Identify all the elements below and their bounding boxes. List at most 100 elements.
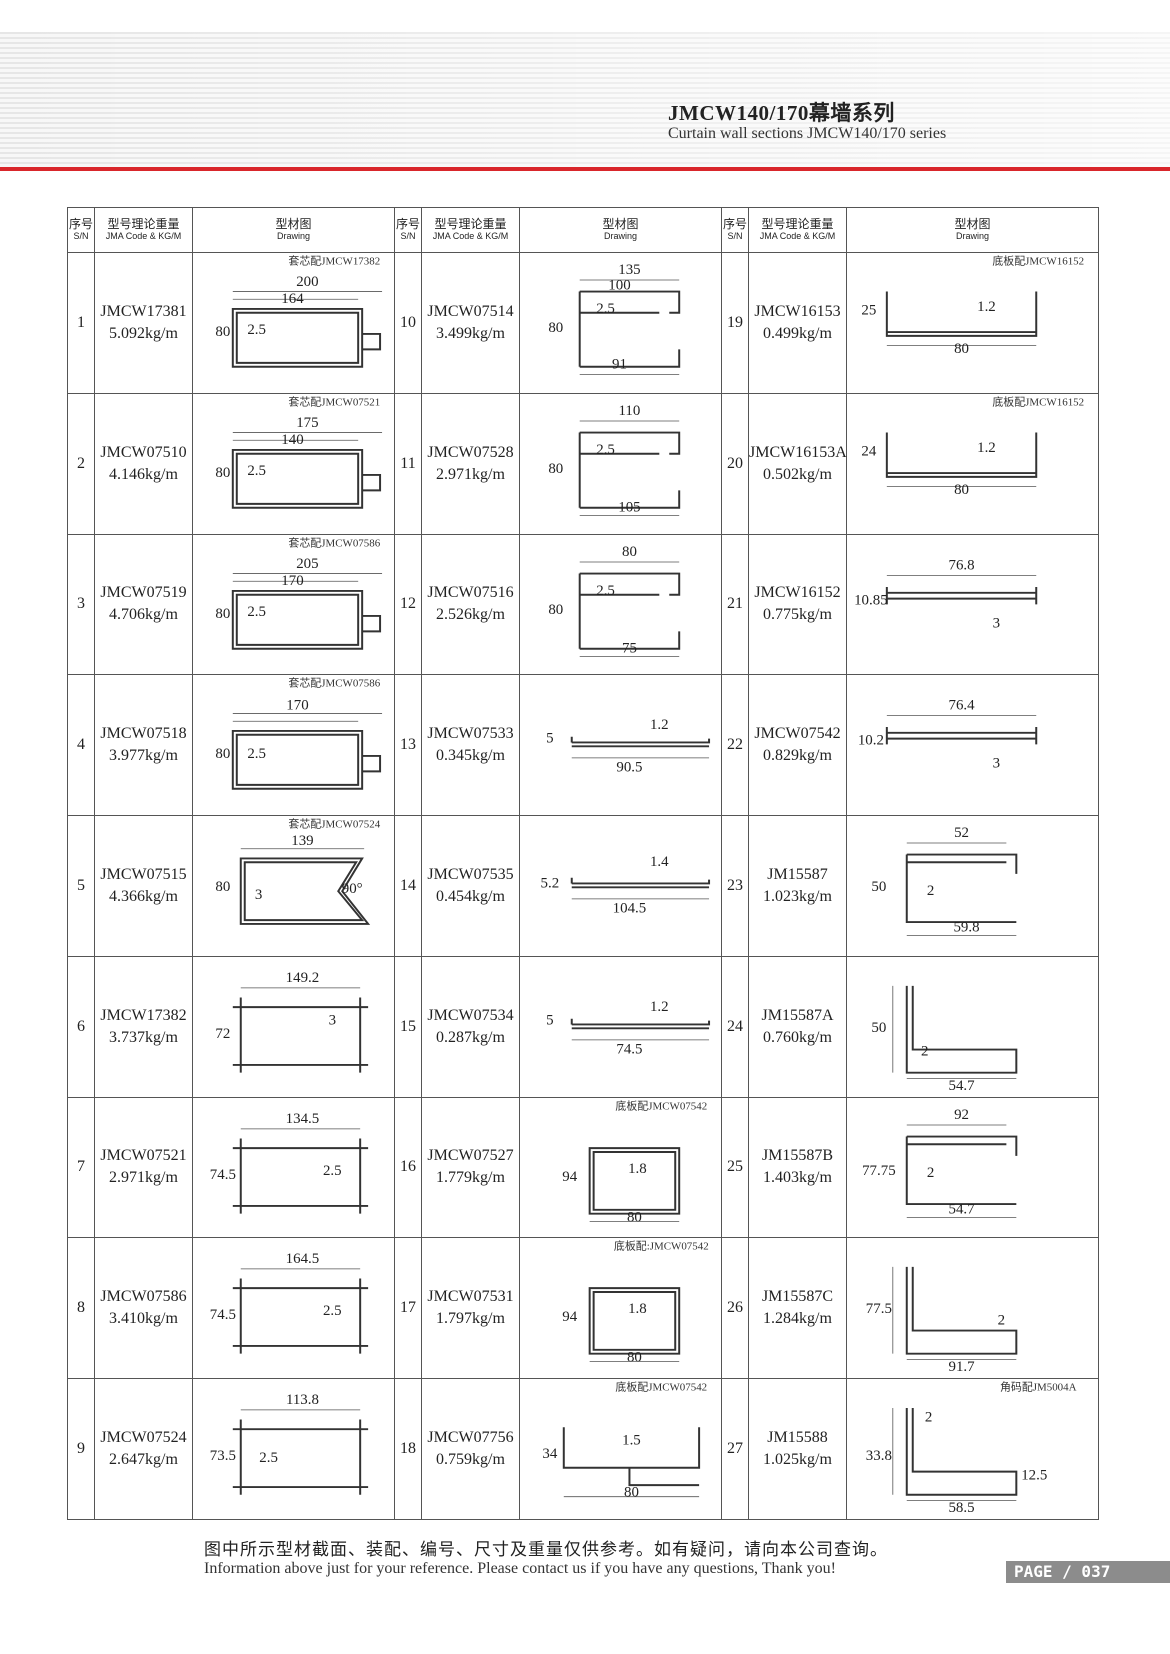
- serial-number: 26: [721, 1237, 749, 1380]
- dimension-label: 59.8: [953, 920, 979, 936]
- serial-number: 11: [394, 392, 422, 535]
- profile-drawing: 76.4 10.2 3: [846, 674, 1099, 817]
- dimension-label: 80: [548, 320, 563, 336]
- dimension-label: 80: [954, 482, 969, 498]
- profile-code: JMCW07527: [427, 1147, 514, 1165]
- dimension-label: 77.75: [862, 1163, 896, 1179]
- dimension-label: 10.2: [858, 733, 884, 749]
- profile-code: JM15587C: [761, 1288, 834, 1306]
- dimension-label: 164.5: [286, 1252, 320, 1268]
- serial-number: 18: [394, 1378, 422, 1520]
- serial-number: 15: [394, 955, 422, 1098]
- dimension-label: 80: [215, 606, 230, 622]
- profile-code: JMCW07535: [427, 865, 514, 883]
- dimension-label: 113.8: [286, 1392, 319, 1408]
- dimension-label: 12.5: [1021, 1468, 1047, 1484]
- assembly-note: 套芯配JMCW07586: [288, 677, 380, 690]
- serial-number: 20: [721, 392, 749, 535]
- profile-code: JMCW07586: [100, 1288, 187, 1306]
- assembly-note: 底板配:JMCW07542: [614, 1240, 709, 1253]
- dimension-label: 104.5: [613, 901, 647, 917]
- dimension-label: 170: [281, 573, 303, 589]
- profile-section-svg: 76.4 10.2 3: [858, 698, 1038, 772]
- dimension-label: 134.5: [286, 1111, 320, 1127]
- profile-code: JMCW07510: [100, 443, 187, 461]
- profile-code: JMCW17382: [100, 1006, 187, 1024]
- profile-weight: 0.759kg/m: [436, 1451, 505, 1469]
- profile-code: JMCW07524: [100, 1429, 187, 1447]
- profile-code: JMCW07756: [427, 1429, 514, 1447]
- profile-weight: 4.706kg/m: [109, 606, 178, 624]
- profile-weight: 0.454kg/m: [436, 887, 505, 905]
- assembly-note: 底板配JMCW07542: [615, 1099, 707, 1112]
- profile-weight: 0.287kg/m: [436, 1028, 505, 1046]
- serial-number: 16: [394, 1096, 422, 1239]
- dimension-label: 5: [546, 1012, 553, 1028]
- dimension-label: 2.5: [596, 582, 615, 598]
- footer-note-cn: 图中所示型材截面、装配、编号、尺寸及重量仅供参考。如有疑问，请向本公司查询。: [204, 1540, 888, 1560]
- profile-code: JMCW16152: [754, 584, 841, 602]
- profile-code: JMCW07516: [427, 584, 514, 602]
- dimension-label: 2.5: [596, 301, 615, 317]
- profile-weight: 1.403kg/m: [763, 1169, 832, 1187]
- dimension-label: 76.4: [948, 698, 975, 714]
- dimension-label: 2.5: [247, 463, 266, 479]
- assembly-note: 底板配JMCW16152: [992, 395, 1084, 408]
- serial-number: 3: [67, 533, 95, 676]
- dimension-label: 74.5: [210, 1167, 236, 1183]
- dimension-label: 2.5: [323, 1304, 342, 1320]
- dimension-label: 3: [993, 756, 1000, 772]
- dimension-label: 2: [927, 883, 934, 899]
- serial-number: 2: [67, 392, 95, 535]
- profile-code: JMCW17381: [100, 302, 187, 320]
- dimension-label: 1.8: [628, 1302, 647, 1318]
- dimension-label: 2.5: [596, 442, 615, 458]
- profile-section-svg: 113.82.573.5: [210, 1392, 369, 1495]
- serial-number: 1: [67, 252, 95, 394]
- dimension-label: 94: [562, 1169, 578, 1185]
- assembly-note: 套芯配JMCW07524: [288, 818, 380, 831]
- dimension-label: 2.5: [323, 1163, 342, 1179]
- profile-weight: 2.971kg/m: [109, 1169, 178, 1187]
- serial-number: 4: [67, 674, 95, 817]
- dimension-label: 91: [612, 357, 627, 373]
- dimension-label: 52: [954, 825, 969, 841]
- dimension-label: 3: [255, 887, 262, 903]
- profile-weight: 0.345kg/m: [436, 747, 505, 765]
- profile-drawing: 134.5 2.5 74.5: [192, 1096, 395, 1239]
- profile-weight: 0.829kg/m: [763, 747, 832, 765]
- profile-weight: 2.971kg/m: [436, 465, 505, 483]
- profile-weight: 5.092kg/m: [109, 324, 178, 342]
- profile-code: JM15587A: [761, 1006, 834, 1024]
- dimension-label: 2.5: [247, 746, 266, 762]
